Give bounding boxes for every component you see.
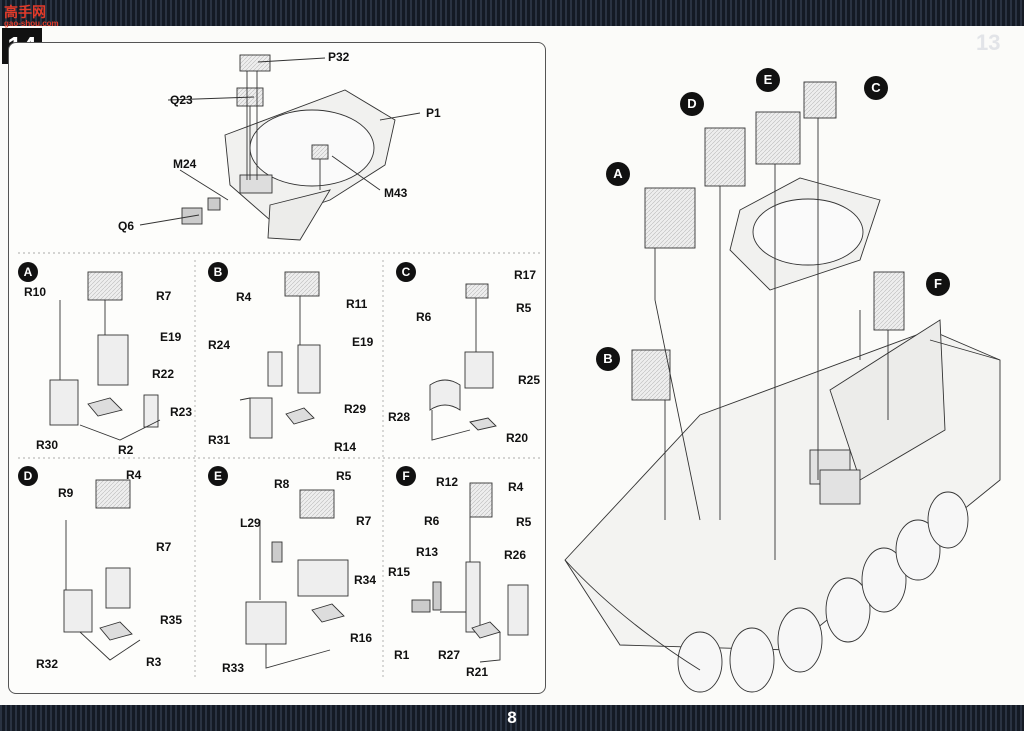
part-label: R7 bbox=[156, 289, 172, 303]
subassembly-d-drawing bbox=[63, 479, 141, 661]
turret-platform-drawing bbox=[139, 54, 421, 241]
callout-badge-a: A bbox=[18, 262, 38, 282]
top-band bbox=[0, 0, 1024, 26]
part-label: E19 bbox=[352, 335, 374, 349]
part-label: Q23 bbox=[170, 93, 193, 107]
part-label: R23 bbox=[170, 405, 193, 419]
part-label: R15 bbox=[388, 565, 411, 579]
part-label: R9 bbox=[58, 486, 74, 500]
subassembly-c-drawing bbox=[429, 283, 497, 441]
part-label: R14 bbox=[334, 440, 357, 454]
part-label: R28 bbox=[388, 410, 411, 424]
part-label: R8 bbox=[274, 477, 290, 491]
page-number: 8 bbox=[507, 708, 517, 727]
part-label: R5 bbox=[336, 469, 352, 483]
part-label: R31 bbox=[208, 433, 231, 447]
part-label: Q6 bbox=[118, 219, 135, 233]
part-label: M24 bbox=[173, 157, 197, 171]
callout-badge-e: E bbox=[208, 466, 228, 486]
part-label: R7 bbox=[156, 540, 172, 554]
part-label: R16 bbox=[350, 631, 373, 645]
vehicle-model-drawing bbox=[564, 81, 1001, 693]
part-label: R34 bbox=[354, 573, 377, 587]
part-label: R17 bbox=[514, 268, 537, 282]
callout-badge-f: F bbox=[396, 466, 416, 486]
model-callout-f: F bbox=[926, 272, 950, 296]
part-label: R1 bbox=[394, 648, 410, 662]
part-label: R4 bbox=[508, 480, 524, 494]
part-label: R4 bbox=[126, 468, 142, 482]
part-label: R7 bbox=[356, 514, 372, 528]
part-label: R26 bbox=[504, 548, 527, 562]
model-callout-e: E bbox=[756, 68, 780, 92]
part-label: R24 bbox=[208, 338, 231, 352]
part-label: R5 bbox=[516, 515, 532, 529]
bottom-band bbox=[0, 705, 1024, 731]
part-label: R11 bbox=[346, 297, 368, 311]
model-callout-b: B bbox=[596, 347, 620, 371]
part-label: L29 bbox=[240, 516, 261, 530]
part-label: R22 bbox=[152, 367, 175, 381]
part-label: R2 bbox=[118, 443, 134, 457]
subassembly-b-drawing bbox=[239, 271, 321, 439]
part-label: E19 bbox=[160, 330, 182, 344]
part-label: R6 bbox=[424, 514, 440, 528]
callout-badge-d: D bbox=[18, 466, 38, 486]
callout-badge-b: B bbox=[208, 262, 228, 282]
part-label: R13 bbox=[416, 545, 439, 559]
part-label: R29 bbox=[344, 402, 367, 416]
part-label: R35 bbox=[160, 613, 183, 627]
callout-badge-c: C bbox=[396, 262, 416, 282]
part-label: R27 bbox=[438, 648, 461, 662]
subassembly-a-drawing bbox=[49, 271, 161, 441]
subassembly-f-drawing bbox=[411, 482, 529, 663]
part-label: R5 bbox=[516, 301, 532, 315]
part-label: R6 bbox=[416, 310, 432, 324]
part-label: R4 bbox=[236, 290, 252, 304]
model-callout-a: A bbox=[606, 162, 630, 186]
part-label: P1 bbox=[426, 106, 441, 120]
part-label: R10 bbox=[24, 285, 47, 299]
bleed-through-number: 13 bbox=[976, 30, 1001, 55]
part-label: R33 bbox=[222, 661, 245, 675]
part-label: R21 bbox=[466, 665, 489, 679]
model-callout-d: D bbox=[680, 92, 704, 116]
model-callout-c: C bbox=[864, 76, 888, 100]
part-label: R12 bbox=[436, 475, 459, 489]
part-label: R20 bbox=[506, 431, 529, 445]
part-label: R3 bbox=[146, 655, 162, 669]
part-label: M43 bbox=[384, 186, 408, 200]
subassembly-e-drawing bbox=[245, 489, 349, 669]
part-label: R30 bbox=[36, 438, 59, 452]
part-label: R32 bbox=[36, 657, 59, 671]
part-label: R25 bbox=[518, 373, 541, 387]
part-label: P32 bbox=[328, 50, 350, 64]
